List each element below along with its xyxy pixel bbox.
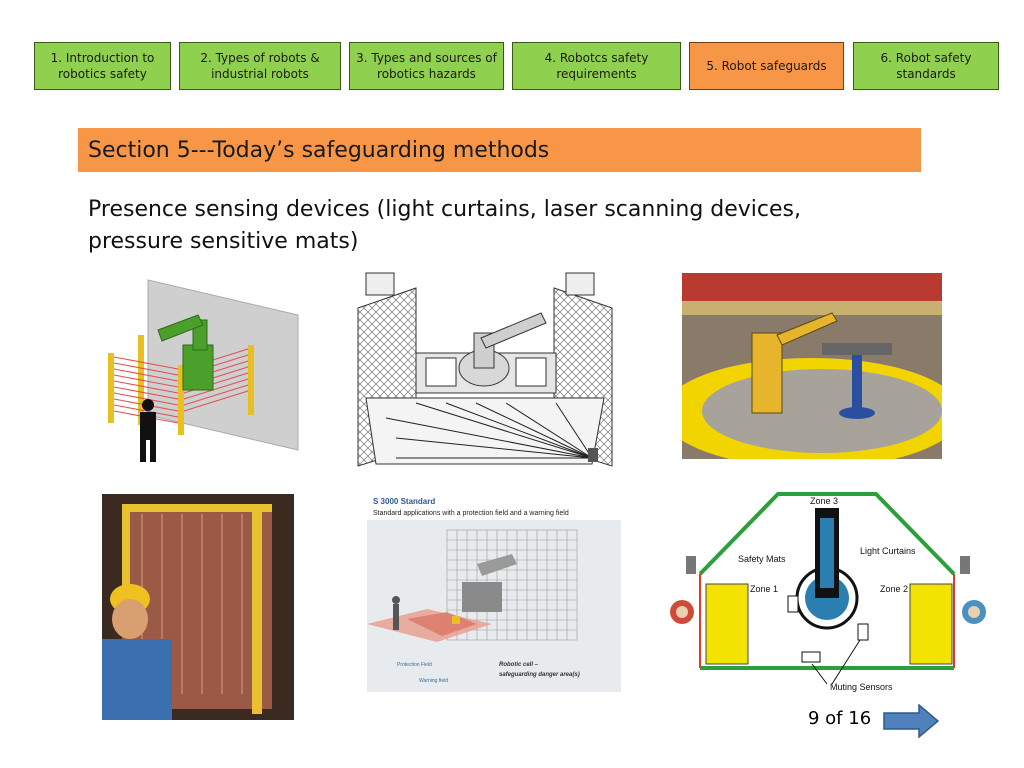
light-curtains-label: Light Curtains [860,546,916,556]
tab-introduction[interactable]: 1. Introduction to robotics safety [34,42,171,90]
tab-label: 5. Robot safeguards [706,59,827,73]
zone1-label: Zone 1 [750,584,778,594]
laser-scanner-diagram: S 3000 Standard Standard applications wi… [367,494,621,692]
robotic-cell-sublabel: safeguarding danger area(s) [499,672,580,678]
scanner-diagram-caption: Standard applications with a protection … [373,510,569,517]
warning-field-label: Warning field [419,678,448,684]
page-number: 9 of 16 [808,708,872,729]
tab-label: 2. Types of robots & industrial robots [200,51,320,81]
tab-hazards[interactable]: 3. Types and sources of robotics hazards [349,42,504,90]
tab-safety-standards[interactable]: 6. Robot safety standards [853,42,999,90]
tab-types-of-robots[interactable]: 2. Types of robots & industrial robots [179,42,341,90]
tab-label: 6. Robot safety standards [880,51,972,81]
robotic-cell-label: Robotic cell – [499,662,539,668]
safety-mats-label: Safety Mats [738,554,786,564]
right-arrow-icon [883,703,940,739]
section-title: Section 5---Today’s safeguarding methods [88,137,550,163]
muting-sensors-label: Muting Sensors [830,682,893,692]
tab-label: 4. Robotcs safety requirements [544,51,649,81]
tab-safety-requirements[interactable]: 4. Robotcs safety requirements [512,42,681,90]
fenced-robot-cell-illustration [356,268,614,470]
tab-robot-safeguards[interactable]: 5. Robot safeguards [689,42,844,90]
next-slide-button[interactable] [883,703,940,743]
tab-label: 3. Types and sources of robotics hazards [356,51,497,81]
worker-light-curtain-photo [102,494,294,720]
protection-field-label: Protection Field [397,662,432,668]
light-curtain-illustration [98,275,302,465]
slide-subtitle: Presence sensing devices (light curtains… [88,197,801,254]
safeguard-zone-diagram: Zone 3 Zone 1 Zone 2 Safety Mats Light C… [662,488,992,694]
zone3-label: Zone 3 [810,496,838,506]
tab-label: 1. Introduction to robotics safety [50,51,155,81]
zone2-label: Zone 2 [880,584,908,594]
robot-safety-mat-photo [682,273,942,459]
section-title-bar: Section 5---Today’s safeguarding methods [78,128,921,172]
scanner-diagram-title: S 3000 Standard [373,497,435,506]
